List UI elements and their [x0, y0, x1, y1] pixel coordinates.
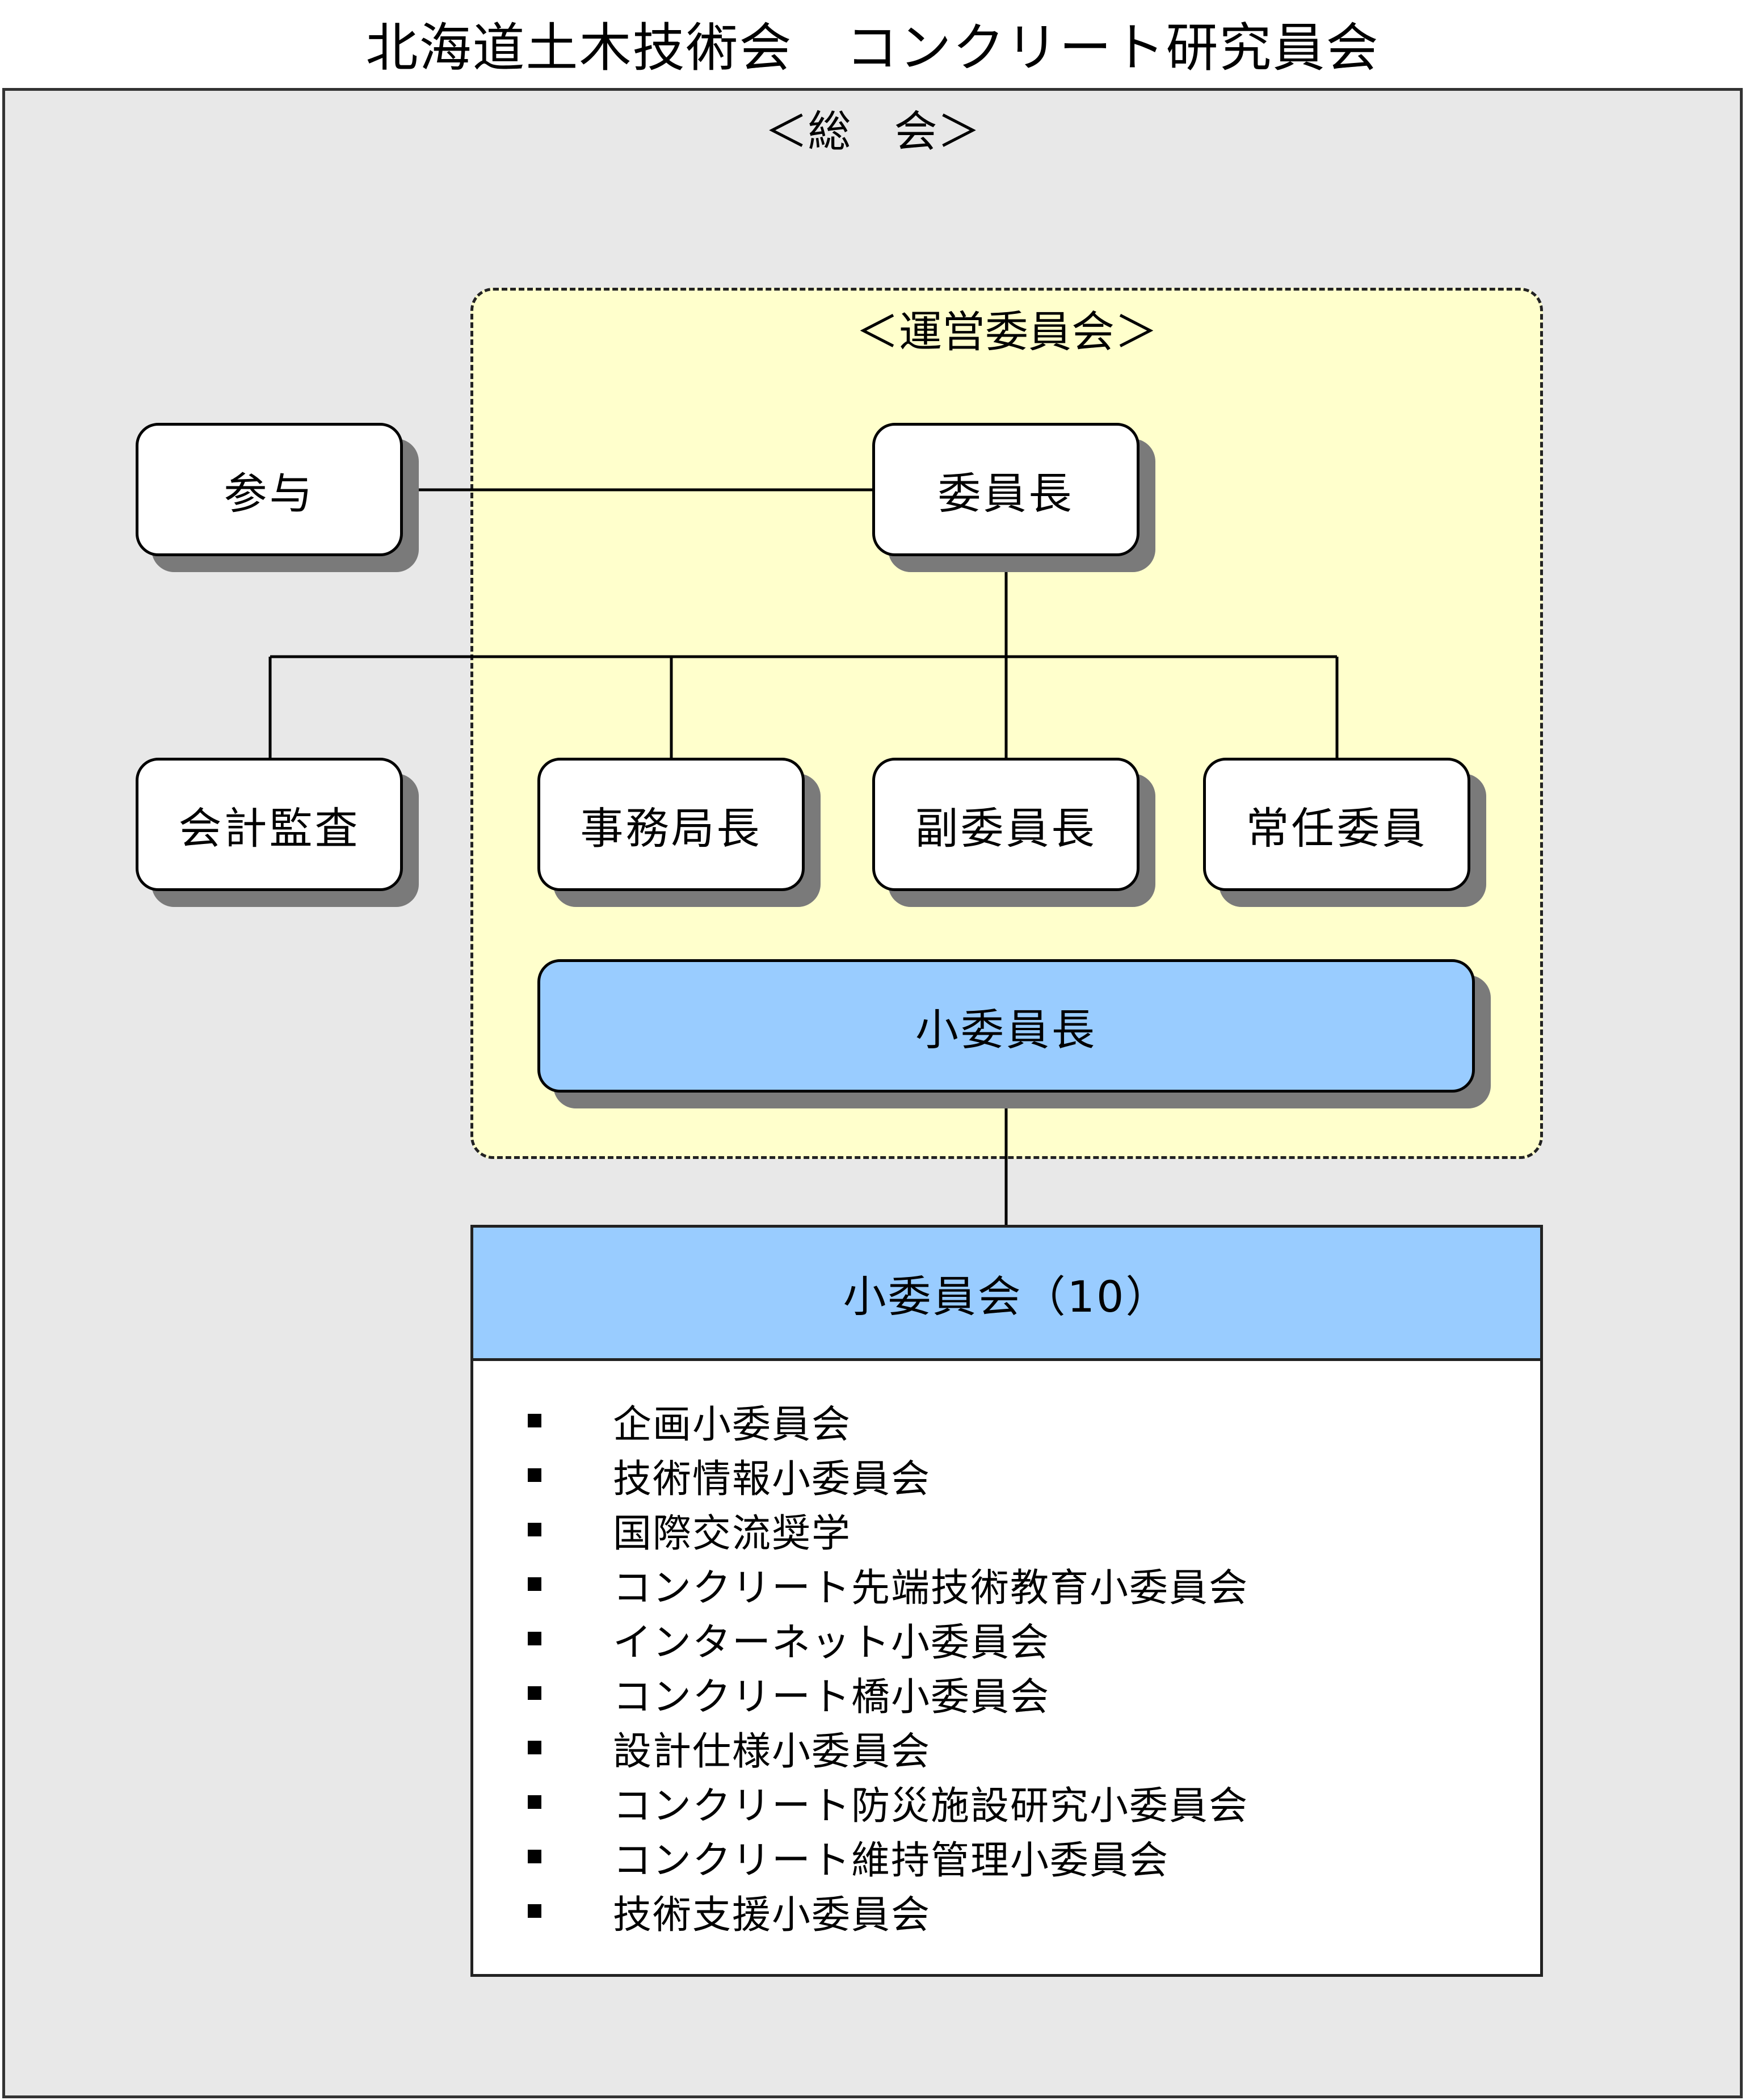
square-bullet-icon [528, 1577, 541, 1591]
vice-chairman-box: 副委員長 [872, 758, 1139, 891]
square-bullet-icon [528, 1850, 541, 1863]
diagram-title: 北海道土木技術会 コンクリート研究員会 [365, 18, 1380, 78]
steering-committee-label: ＜運営委員会＞ [856, 306, 1158, 357]
vice-chairman-label: 副委員長 [915, 803, 1097, 854]
subcommittee-chair-box: 小委員長 [537, 959, 1475, 1093]
list-item: 企画小委員会 [522, 1393, 1532, 1448]
auditor-box: 会計監査 [136, 758, 403, 891]
list-item: コンクリート先端技術教育小委員会 [522, 1557, 1532, 1611]
square-bullet-icon [528, 1686, 541, 1700]
list-item: コンクリート防災施設研究小委員会 [522, 1775, 1532, 1829]
general-assembly-label: ＜総 会＞ [764, 106, 981, 157]
list-item: 国際交流奨学 [522, 1502, 1532, 1557]
subcommittees-header: 小委員会（10） [470, 1225, 1543, 1361]
chairman-box: 委員長 [872, 423, 1139, 556]
subcommittee-list: 企画小委員会 技術情報小委員会 国際交流奨学 コンクリート先端技術教育小委員会 … [522, 1393, 1532, 1938]
standing-member-label: 常任委員 [1246, 803, 1428, 854]
standing-member-box: 常任委員 [1203, 758, 1470, 891]
list-item: コンクリート橋小委員会 [522, 1666, 1532, 1720]
chairman-label: 委員長 [937, 468, 1074, 519]
advisor-box: 参与 [136, 423, 403, 556]
square-bullet-icon [528, 1632, 541, 1645]
list-item: 技術情報小委員会 [522, 1448, 1532, 1502]
auditor-label: 会計監査 [178, 803, 360, 854]
list-item: コンクリート維持管理小委員会 [522, 1829, 1532, 1884]
secretary-general-label: 事務局長 [580, 803, 762, 854]
advisor-label: 参与 [224, 468, 315, 519]
list-item: 設計仕様小委員会 [522, 1720, 1532, 1775]
square-bullet-icon [528, 1904, 541, 1918]
list-item: 技術支援小委員会 [522, 1884, 1532, 1938]
subcommittees-header-label: 小委員会（10） [843, 1271, 1171, 1322]
square-bullet-icon [528, 1468, 541, 1482]
square-bullet-icon [528, 1795, 541, 1809]
subcommittee-chair-label: 小委員長 [915, 1004, 1097, 1055]
secretary-general-box: 事務局長 [537, 758, 805, 891]
square-bullet-icon [528, 1523, 541, 1536]
list-item: インターネット小委員会 [522, 1611, 1532, 1666]
square-bullet-icon [528, 1741, 541, 1754]
square-bullet-icon [528, 1414, 541, 1427]
